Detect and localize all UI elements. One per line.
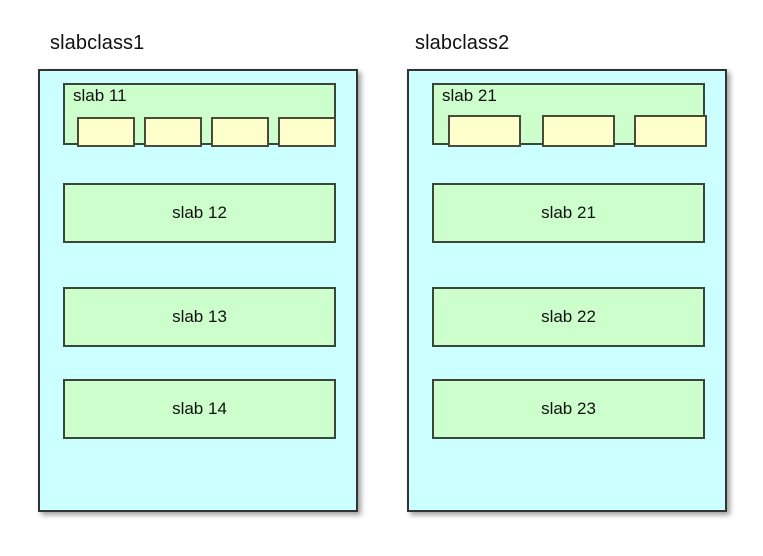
slab-label-21-chunked: slab 21	[442, 86, 497, 105]
slabclass-title-2: slabclass2	[415, 32, 510, 54]
slabclass-box-2[interactable]: slab 21 slab 21 slab 22 slab 23	[407, 69, 727, 512]
slab-22[interactable]: slab 22	[432, 287, 705, 347]
slab-11-chunked[interactable]: slab 11	[63, 83, 336, 147]
chunk-11-4[interactable]	[278, 117, 336, 147]
slab-label-14: slab 14	[172, 399, 227, 418]
chunk-11-2[interactable]	[144, 117, 202, 147]
slab-14[interactable]: slab 14	[63, 379, 336, 439]
slab-label-22: slab 22	[541, 307, 596, 326]
slabclass-title-1: slabclass1	[50, 32, 145, 54]
chunk-21-2[interactable]	[542, 115, 615, 147]
chunk-21-1[interactable]	[448, 115, 521, 147]
slab-label-12: slab 12	[172, 203, 227, 222]
slab-21-chunked[interactable]: slab 21	[432, 83, 707, 147]
slab-13[interactable]: slab 13	[63, 287, 336, 347]
slab-label-11: slab 11	[73, 86, 127, 105]
slab-label-23: slab 23	[541, 399, 596, 418]
chunk-11-3[interactable]	[211, 117, 269, 147]
slab-12[interactable]: slab 12	[63, 183, 336, 243]
slabclass-box-1[interactable]: slab 11 slab 12 slab 13 slab 14	[38, 69, 358, 512]
slab-23[interactable]: slab 23	[432, 379, 705, 439]
chunk-21-3[interactable]	[634, 115, 707, 147]
slab-label-13: slab 13	[172, 307, 227, 326]
slab-label-21: slab 21	[541, 203, 596, 222]
chunk-11-1[interactable]	[77, 117, 135, 147]
slab-21[interactable]: slab 21	[432, 183, 705, 243]
